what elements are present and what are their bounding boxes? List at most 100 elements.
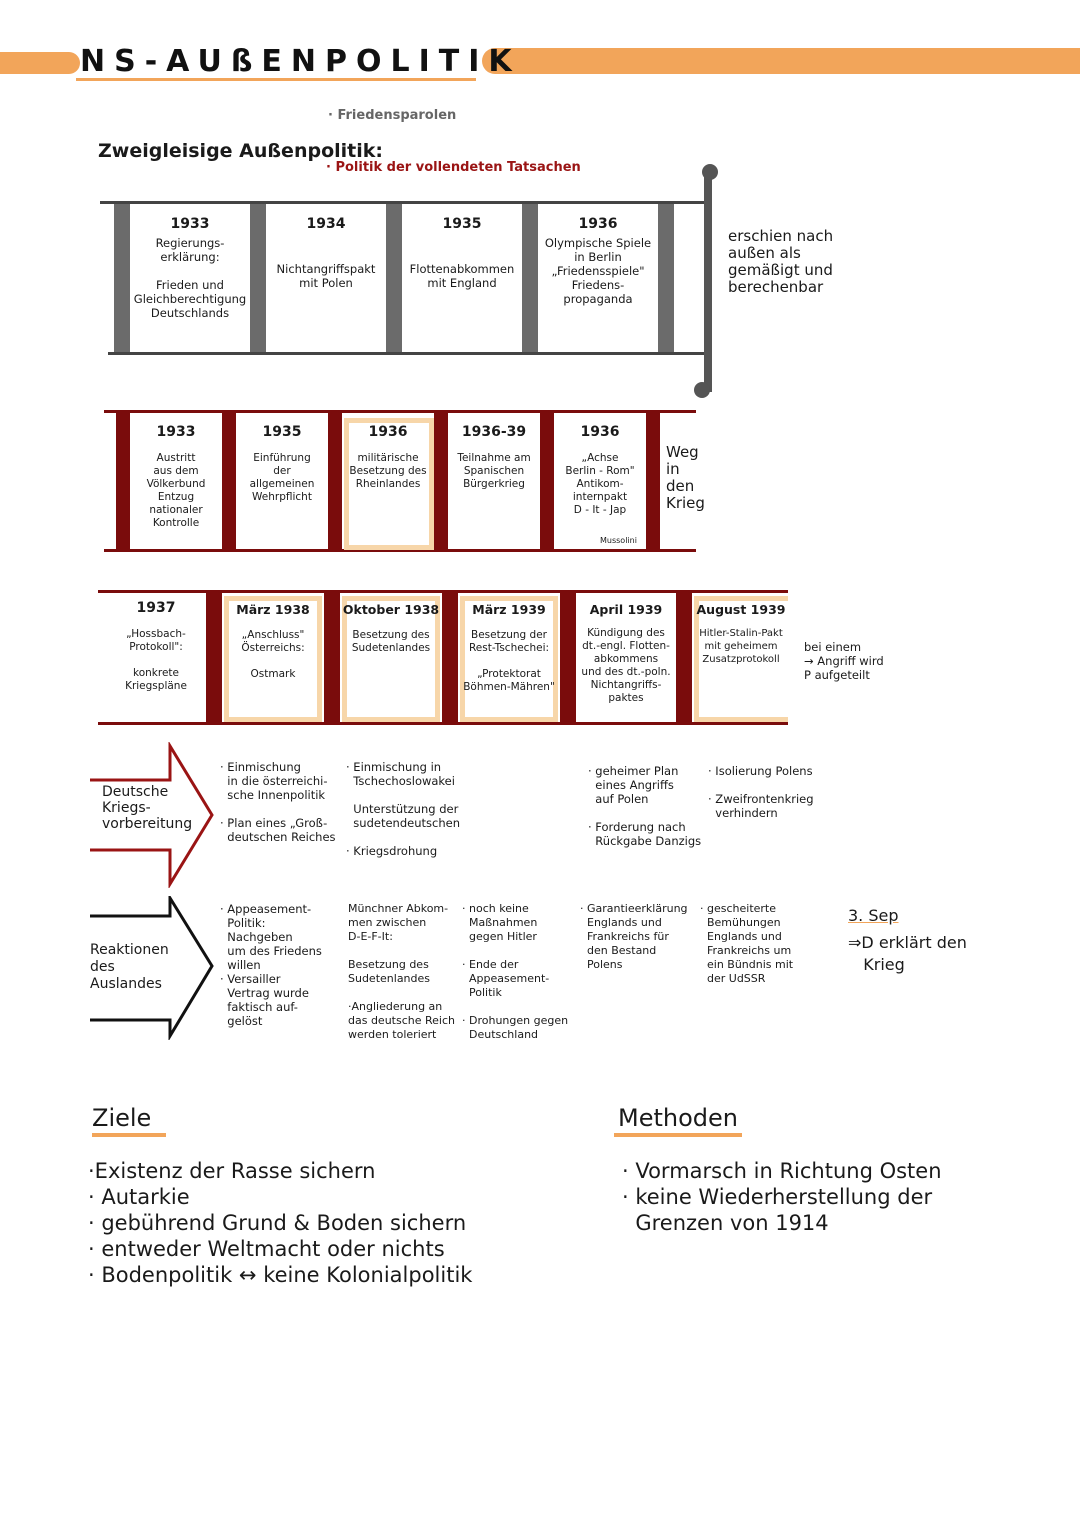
cell-text: Austritt aus dem Völkerbund Entzug natio…: [146, 452, 206, 529]
row3-post: [560, 593, 576, 722]
row3-post: [676, 593, 692, 722]
title-accent-right: [482, 48, 1080, 74]
row1-post: [250, 204, 266, 352]
row3-cell: August 1939 Hitler-Stalin-Pakt mit gehei…: [692, 602, 790, 666]
cell-year: April 1939: [589, 602, 663, 617]
list-item: · gebührend Grund & Boden sichern: [88, 1211, 467, 1235]
row1-rail-bottom: [108, 352, 708, 355]
list-item: · entweder Weltmacht oder nichts: [88, 1237, 445, 1261]
ziele-underline: [92, 1133, 166, 1137]
row2-post: [646, 413, 660, 549]
list-item: ·Existenz der Rasse sichern: [88, 1159, 376, 1183]
row3-highlight: [224, 596, 322, 722]
cell-year: Oktober 1938: [342, 602, 440, 617]
list-item: · Autarkie: [88, 1185, 190, 1209]
row3-highlight: [694, 596, 788, 722]
row3-cell: März 1939 Besetzung der Rest-Tschechei: …: [460, 602, 558, 694]
cell-text: Kündigung des dt.-engl. Flotten- abkomme…: [581, 627, 671, 704]
row1-post: [522, 204, 538, 352]
ra-col5: · gescheiterte Bemühungen Englands und F…: [700, 902, 794, 985]
row3-cell: März 1938 „Anschluss" Österreichs: Ostma…: [224, 602, 322, 681]
row2-post: [328, 413, 342, 549]
ra-col3: · noch keine Maßnahmen gegen Hitler · En…: [462, 902, 569, 1041]
row1-cell: 1936 Olympische Spiele in Berlin „Friede…: [538, 216, 658, 306]
page-title: NS-AUßENPOLITIK: [80, 44, 521, 79]
list-item: · Bodenpolitik ↔ keine Kolonialpolitik: [88, 1263, 473, 1287]
cell-text: Besetzung der Rest-Tschechei: „Protektor…: [463, 629, 555, 693]
row1-end-bar: [704, 170, 712, 392]
cell-year: März 1938: [236, 602, 310, 617]
row3-highlight: [342, 596, 440, 722]
row2-post: [222, 413, 236, 549]
red-arrow-icon: [90, 742, 214, 888]
ziele-list: ·Existenz der Rasse sichern · Autarkie ·…: [88, 1158, 472, 1288]
row1-cell: 1934 Nichtangriffspakt mit Polen: [266, 216, 386, 290]
row1-note: erschien nach außen als gemäßigt und ber…: [728, 227, 834, 296]
methoden-list: · Vormarsch in Richtung Osten · keine Wi…: [622, 1158, 942, 1236]
row2-post: [116, 413, 130, 549]
title-underline: [76, 78, 476, 81]
cell-year: 1937: [136, 600, 176, 616]
cell-year: 1935: [262, 424, 302, 440]
kv-col2: · Einmischung in Tschechoslowakei Unters…: [346, 760, 460, 858]
row1-cell: 1933 Regierungs- erklärung: Frieden und …: [130, 216, 250, 320]
row3-cell: Oktober 1938 Besetzung des Sudetenlandes: [342, 602, 440, 655]
row3-post: [442, 593, 458, 722]
methoden-heading: Methoden: [618, 1104, 738, 1132]
methoden-underline: [614, 1133, 742, 1137]
row1-end-cap: [694, 382, 710, 398]
kriegsvorbereitung-label: Deutsche Kriegs- vorbereitung: [102, 784, 193, 832]
row3-highlight: [460, 596, 558, 722]
kv-col1: · Einmischung in die österreichi- sche I…: [220, 760, 336, 844]
black-arrow-icon: [90, 896, 214, 1040]
row2-note: Weg in den Krieg: [666, 443, 705, 512]
ra-col2: Münchner Abkom- men zwischen D-E-F-It: B…: [348, 902, 455, 1041]
cell-year: 1936: [580, 424, 620, 440]
ra-col4: · Garantieerklärung Englands und Frankre…: [580, 902, 688, 971]
row2-post: [434, 413, 448, 549]
cell-text: „Achse Berlin - Rom" Antikom- internpakt…: [565, 452, 635, 516]
row1-cell: 1935 Flottenabkommen mit England: [402, 216, 522, 290]
cell-year: 1936: [578, 216, 618, 232]
row3-note: bei einem → Angriff wird P aufgeteilt: [804, 640, 884, 682]
cell-year: 1935: [442, 216, 482, 232]
row3-cell: April 1939 Kündigung des dt.-engl. Flott…: [576, 602, 676, 705]
cell-year: 1934: [306, 216, 346, 232]
cell-text: Nichtangriffspakt mit Polen: [276, 262, 376, 290]
cell-year: August 1939: [696, 602, 786, 617]
cell-year: 1936-39: [461, 424, 527, 440]
row1-post: [386, 204, 402, 352]
cell-year: 1936: [368, 424, 408, 440]
cell-text: Besetzung des Sudetenlandes: [351, 629, 431, 654]
kv-col3: · geheimer Plan eines Angriffs auf Polen…: [588, 764, 702, 848]
row1-post: [658, 204, 674, 352]
row3-cell: 1937 „Hossbach- Protokoll": konkrete Kri…: [106, 600, 206, 693]
cell-text: Flottenabkommen mit England: [409, 262, 515, 290]
ziele-heading: Ziele: [92, 1104, 152, 1132]
row2-cell: 1933 Austritt aus dem Völkerbund Entzug …: [130, 424, 222, 530]
row2-rail-top: [104, 410, 696, 413]
cell-text: Hitler-Stalin-Pakt mit geheimem Zusatzpr…: [699, 628, 783, 665]
cell-text: Olympische Spiele in Berlin „Friedensspi…: [544, 236, 652, 306]
row3-post: [206, 593, 222, 722]
ra-col6-date: 3. Sep: [848, 906, 899, 925]
cell-year: März 1939: [472, 602, 546, 617]
mussolini-label: Mussolini: [600, 536, 637, 545]
ra-col6-text: ⇒D erklärt den Krieg: [848, 933, 967, 974]
row2-post: [540, 413, 554, 549]
row1-rail-top: [100, 201, 708, 204]
kv-col4: · Isolierung Polens · Zweifrontenkrieg v…: [708, 764, 814, 820]
row3-post: [324, 593, 340, 722]
row1-end-cap: [702, 164, 718, 180]
row3-rail-bottom: [98, 722, 788, 725]
cell-text: militärische Besetzung des Rheinlandes: [349, 452, 427, 490]
cell-text: Einführung der allgemeinen Wehrpflicht: [249, 452, 315, 503]
row3-rail-top: [98, 590, 788, 593]
cell-year: 1933: [156, 424, 196, 440]
list-item: · keine Wiederherstellung der Grenzen vo…: [622, 1185, 933, 1235]
row1-post: [114, 204, 130, 352]
track-tatsachen: · Politik der vollendeten Tatsachen: [326, 160, 581, 175]
subtitle: Zweigleisige Außenpolitik:: [98, 140, 383, 162]
reaktionen-label: Reaktionen des Auslandes: [90, 942, 169, 992]
title-accent-left: [0, 52, 80, 74]
